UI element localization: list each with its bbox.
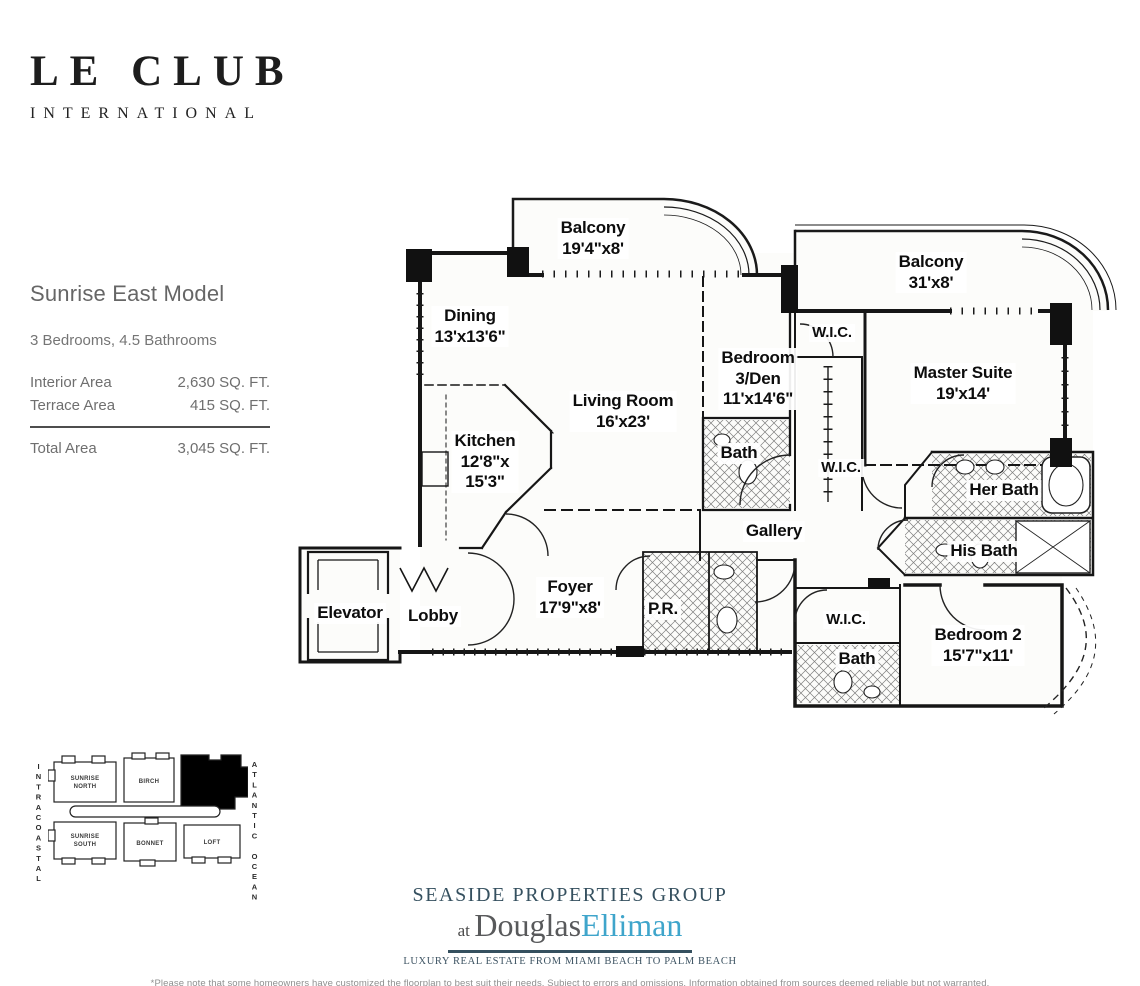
building-label-sunrise-north: SUNRISE — [71, 776, 100, 782]
seaside-properties-group: SEASIDE PROPERTIES GROUP — [412, 884, 728, 906]
logo-title: LE CLUB — [30, 48, 295, 95]
room-dim: 31'x8' — [895, 272, 967, 294]
room-label-gallery: Gallery — [742, 521, 806, 542]
room-name: W.I.C. — [818, 459, 864, 478]
room-label-elevator: Elevator — [314, 603, 386, 624]
room-name: Lobby — [405, 606, 461, 627]
room-name: Bath — [717, 443, 761, 464]
room-label-master-suite: Master Suite 19'x14' — [910, 363, 1016, 405]
room-label-bath-bedroom3: Bath — [717, 443, 761, 464]
room-label-lobby: Lobby — [405, 606, 461, 627]
area-stats: Interior Area 2,630 SQ. FT. Terrace Area… — [30, 371, 270, 460]
room-label-powder-room: P.R. — [644, 599, 682, 620]
room-dim2: 15'3" — [451, 472, 519, 494]
room-name: W.I.C. — [823, 611, 869, 630]
terrace-area-row: Terrace Area 415 SQ. FT. — [30, 394, 270, 417]
room-dim: 19'x14' — [910, 383, 1016, 405]
room-label-bedroom3-den: Bedroom 3/Den 11'x14'6" — [718, 348, 798, 411]
room-label-bath-bedroom2: Bath — [835, 649, 879, 670]
room-dim: 19'4"x8' — [557, 238, 629, 260]
room-name: W.I.C. — [809, 324, 855, 343]
room-label-dining: Dining 13'x13'6" — [431, 306, 509, 348]
room-name: Bath — [835, 649, 879, 670]
room-label-wic-bedroom3: W.I.C. — [809, 324, 855, 343]
interior-area-row: Interior Area 2,630 SQ. FT. — [30, 371, 270, 394]
sitemap-intracoastal-label: INTRACOASTAL — [34, 762, 43, 885]
model-name: Sunrise East Model — [30, 281, 225, 306]
room-label-bedroom2: Bedroom 2 15'7"x11' — [931, 625, 1025, 667]
brand-elliman: Elliman — [581, 907, 683, 943]
footer-disclaimer: *Please note that some homeowners have c… — [150, 977, 990, 986]
room-name: Bedroom — [718, 348, 798, 369]
building-label-sunrise-north-2: NORTH — [74, 784, 97, 790]
room-label-balcony-nw: Balcony 19'4"x8' — [557, 218, 629, 260]
brand-douglas: Douglas — [474, 907, 582, 943]
room-label-wic-bedroom2: W.I.C. — [823, 611, 869, 630]
room-name: Bedroom 2 — [931, 625, 1025, 646]
douglas-elliman-logo: at DouglasElliman — [0, 908, 1140, 949]
footer-rule — [448, 950, 692, 953]
total-area-value: 3,045 SQ. FT. — [177, 440, 270, 457]
room-name: His Bath — [947, 541, 1021, 562]
room-name: Gallery — [742, 521, 806, 542]
footer-tagline: LUXURY REAL ESTATE FROM MIAMI BEACH TO P… — [403, 955, 737, 967]
terrace-area-value: 415 SQ. FT. — [189, 397, 270, 414]
le-club-logo: LE CLUB INTERNATIONAL — [30, 50, 295, 123]
sitemap-atlantic-ocean-label: ATLANTIC OCEAN — [250, 760, 259, 903]
room-name: P.R. — [644, 599, 682, 620]
room-name: Dining — [431, 306, 509, 327]
building-label-bonnet: BONNET — [136, 841, 163, 847]
bath-fixtures — [713, 433, 1091, 699]
room-dim: 16'x23' — [569, 411, 677, 433]
room-name: Her Bath — [966, 480, 1042, 501]
room-name2: 3/Den — [718, 368, 798, 390]
room-name: Foyer — [536, 577, 604, 598]
room-label-her-bath: Her Bath — [966, 480, 1042, 501]
building-label-sunrise-south-2: SOUTH — [74, 842, 97, 848]
room-dim: 17'9"x8' — [536, 597, 604, 619]
room-name: Balcony — [895, 252, 967, 273]
terrace-curves — [1043, 587, 1097, 715]
room-label-foyer: Foyer 17'9"x8' — [536, 577, 604, 619]
room-dim: 11'x14'6" — [718, 389, 798, 411]
building-label-birch: BIRCH — [139, 779, 160, 785]
room-name: Living Room — [569, 391, 677, 412]
interior-area-value: 2,630 SQ. FT. — [177, 374, 270, 391]
room-name: Elevator — [314, 603, 386, 624]
room-dim: 13'x13'6" — [431, 326, 509, 348]
building-label-sunrise-south: SUNRISE — [71, 834, 100, 840]
room-name: Balcony — [557, 218, 629, 239]
interior-area-label: Interior Area — [30, 374, 112, 391]
room-label-his-bath: His Bath — [947, 541, 1021, 562]
logo-subtitle: INTERNATIONAL — [30, 105, 262, 122]
room-label-wic-master: W.I.C. — [818, 459, 864, 478]
room-name: Kitchen — [451, 431, 519, 452]
building-label-loft: LOFT — [204, 840, 221, 846]
bed-bath-config: 3 Bedrooms, 4.5 Bathrooms — [30, 332, 217, 349]
footer: SEASIDE PROPERTIES GROUP at DouglasEllim… — [0, 884, 1140, 986]
room-name: Master Suite — [910, 363, 1016, 384]
sitemap-drawing: SUNRISE NORTH BIRCH SUNRISE SOUTH BONNET… — [48, 752, 248, 867]
room-label-balcony-ne: Balcony 31'x8' — [895, 252, 967, 294]
total-area-row: Total Area 3,045 SQ. FT. — [30, 438, 270, 460]
room-label-kitchen: Kitchen 12'8"x 15'3" — [451, 431, 519, 494]
room-dim: 12'8"x — [451, 451, 519, 473]
room-dim: 15'7"x11' — [931, 645, 1025, 667]
stats-divider — [30, 426, 270, 428]
room-label-living-room: Living Room 16'x23' — [569, 391, 677, 433]
brand-at: at — [457, 921, 470, 940]
total-area-label: Total Area — [30, 440, 97, 457]
terrace-area-label: Terrace Area — [30, 397, 116, 414]
model-info-panel: Sunrise East Model 3 Bedrooms, 4.5 Bathr… — [30, 281, 270, 460]
